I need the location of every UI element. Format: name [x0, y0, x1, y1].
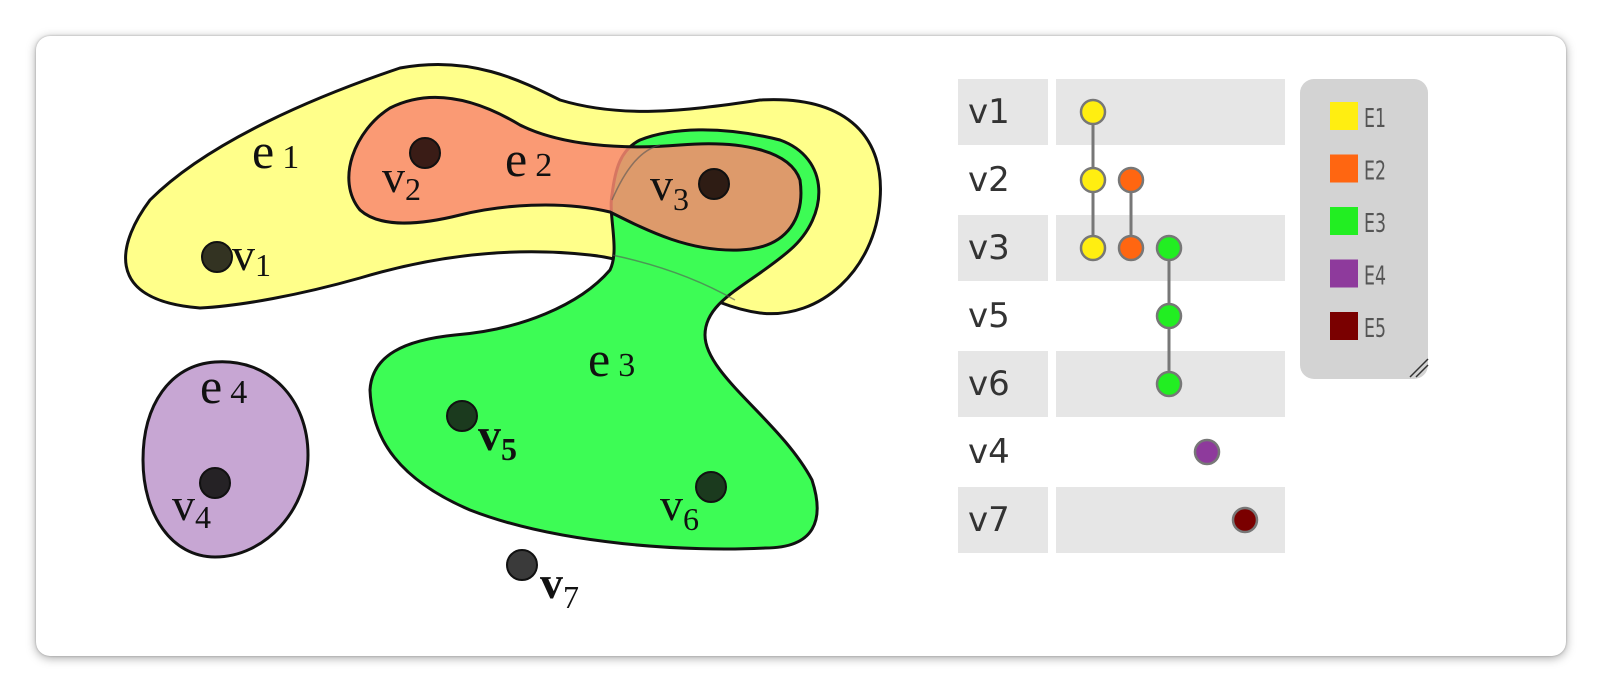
- vertex-v7-dot: [506, 549, 538, 581]
- vertex-v4-label: v4: [172, 479, 211, 535]
- legend-label-E4: E4: [1364, 262, 1386, 292]
- vertex-v5-dot: [446, 400, 478, 432]
- row-label-v4: v4: [968, 432, 1010, 472]
- row-label-bg: [958, 79, 1048, 145]
- legend-swatch-E5: [1330, 312, 1358, 340]
- row-label-v3: v3: [968, 228, 1010, 268]
- vertex-v3-dot: [698, 168, 730, 200]
- row-label-v2: v2: [968, 160, 1010, 200]
- vertex-v3-label: v3: [650, 159, 689, 217]
- legend-panel: [1300, 79, 1428, 379]
- membership-dot-E1-v3[interactable]: [1079, 234, 1107, 262]
- membership-dot-E2-v2[interactable]: [1117, 166, 1145, 194]
- hyperedge-e2-region: [347, 96, 803, 252]
- legend-swatch-E2: [1330, 154, 1358, 183]
- membership-dot-E1-v2[interactable]: [1079, 166, 1107, 194]
- legend-label-E5: E5: [1364, 314, 1386, 344]
- membership-dot-E3-v3[interactable]: [1155, 234, 1183, 262]
- membership-dot-E4-v4[interactable]: [1193, 438, 1221, 466]
- legend-swatch-E3: [1330, 207, 1358, 235]
- overlap-outline: [611, 144, 736, 301]
- resize-handle-icon[interactable]: [1409, 358, 1429, 378]
- vertex-v1-dot: [201, 241, 233, 273]
- legend-swatch-E4: [1330, 259, 1358, 288]
- vertex-v6-dot: [695, 471, 727, 503]
- row-label-bg: [958, 215, 1048, 281]
- vertex-v6-label: v6: [660, 479, 699, 537]
- membership-dot-E1-v1[interactable]: [1079, 98, 1107, 126]
- membership-dot-E2-v3[interactable]: [1117, 234, 1145, 262]
- legend-label-E1: E1: [1364, 104, 1386, 134]
- vertex-v5-label: v5: [478, 409, 517, 467]
- incidence-matrix: v1 v2 v3 v5 v6 v4 v7: [958, 79, 1285, 553]
- row-label-v5: v5: [968, 296, 1010, 336]
- vertex-v7-label: v7: [540, 557, 579, 615]
- vertex-v1-label: v1: [232, 229, 271, 283]
- hyperedge-e4-region: [141, 360, 310, 559]
- vertex-v4-dot: [199, 467, 231, 499]
- membership-dot-E3-v6[interactable]: [1155, 370, 1183, 398]
- row-label-v6: v6: [968, 364, 1010, 404]
- membership-dot-E5-v7[interactable]: [1231, 506, 1259, 534]
- vertex-v2-dot: [409, 137, 441, 169]
- legend-label-E2: E2: [1364, 157, 1386, 187]
- legend-label-E3: E3: [1364, 209, 1386, 239]
- row-label-bg: [958, 487, 1048, 553]
- row-label-v7: v7: [968, 500, 1010, 540]
- membership-dot-E3-v5[interactable]: [1155, 302, 1183, 330]
- legend-swatch-E1: [1330, 102, 1358, 130]
- row-label-v1: v1: [968, 92, 1010, 132]
- row-label-bg: [958, 351, 1048, 417]
- vertex-v2-label: v2: [382, 151, 421, 207]
